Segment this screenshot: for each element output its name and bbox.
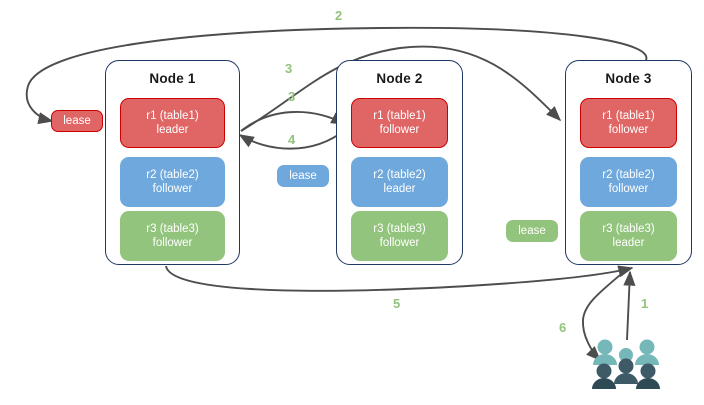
arrow-5-node1-to-node3 (165, 265, 634, 292)
node-2-container[interactable]: Node 2 r1 (table1) follower r2 (table2) … (336, 60, 463, 265)
node-1-title: Node 1 (149, 71, 196, 86)
replica-role: follower (608, 183, 649, 195)
replica-name: r1 (table1) (602, 109, 655, 122)
replica-role: follower (152, 183, 193, 195)
node-3-replica-r3[interactable]: r3 (table3) leader (580, 211, 677, 261)
replica-role: leader (156, 124, 189, 136)
node-3-container[interactable]: Node 3 r1 (table1) follower r2 (table2) … (565, 60, 692, 265)
node-1-replica-r1[interactable]: r1 (table1) leader (120, 98, 225, 148)
arrow-6-node3-to-users (582, 269, 627, 362)
edge-label-3b: 3 (288, 89, 296, 104)
replica-role: leader (383, 183, 416, 195)
replica-name: r1 (table1) (146, 109, 199, 122)
node-1-replica-r2[interactable]: r2 (table2) follower (120, 157, 225, 207)
arrow-4-node2-to-node1 (238, 129, 346, 150)
arrow-2 (25, 26, 648, 125)
node-2-replica-r1[interactable]: r1 (table1) follower (351, 98, 448, 148)
node-3-title: Node 3 (605, 71, 652, 86)
node-3-replica-r1[interactable]: r1 (table1) follower (580, 98, 677, 148)
replica-name: r2 (table2) (146, 168, 199, 181)
node-2-replica-r3[interactable]: r3 (table3) follower (351, 211, 448, 261)
arrow-1-users-to-node3 (623, 270, 636, 341)
lease-badge-r2[interactable]: lease (277, 165, 329, 187)
lease-badge-r1[interactable]: lease (51, 110, 103, 132)
node-3-replica-r2[interactable]: r2 (table2) follower (580, 157, 677, 207)
edge-label-5: 5 (393, 296, 401, 311)
edge-label-6: 6 (559, 320, 567, 335)
replica-name: r3 (table3) (373, 222, 426, 235)
replica-name: r3 (table3) (146, 222, 199, 235)
node-2-title: Node 2 (376, 71, 423, 86)
edge-label-3a: 3 (285, 61, 293, 76)
replica-role: follower (379, 124, 420, 136)
replica-role: follower (608, 124, 649, 136)
lease-badge-r3[interactable]: lease (506, 220, 558, 242)
node-1-container[interactable]: Node 1 r1 (table1) leader r2 (table2) fo… (105, 60, 240, 265)
node-1-replica-r3[interactable]: r3 (table3) follower (120, 211, 225, 261)
replica-role: follower (379, 237, 420, 249)
arrow-3-node1-to-node2 (240, 110, 347, 132)
users-icon (592, 338, 660, 390)
replica-role: follower (152, 237, 193, 249)
edge-label-1: 1 (641, 296, 649, 311)
replica-role: leader (612, 237, 645, 249)
node-2-replica-r2[interactable]: r2 (table2) leader (351, 157, 448, 207)
arrow-3-node1-to-node3 (240, 45, 562, 132)
replica-name: r3 (table3) (602, 222, 655, 235)
replica-name: r2 (table2) (373, 168, 426, 181)
edge-label-4: 4 (288, 132, 296, 147)
replica-name: r1 (table1) (373, 109, 426, 122)
replica-name: r2 (table2) (602, 168, 655, 181)
edge-label-2: 2 (335, 8, 343, 23)
